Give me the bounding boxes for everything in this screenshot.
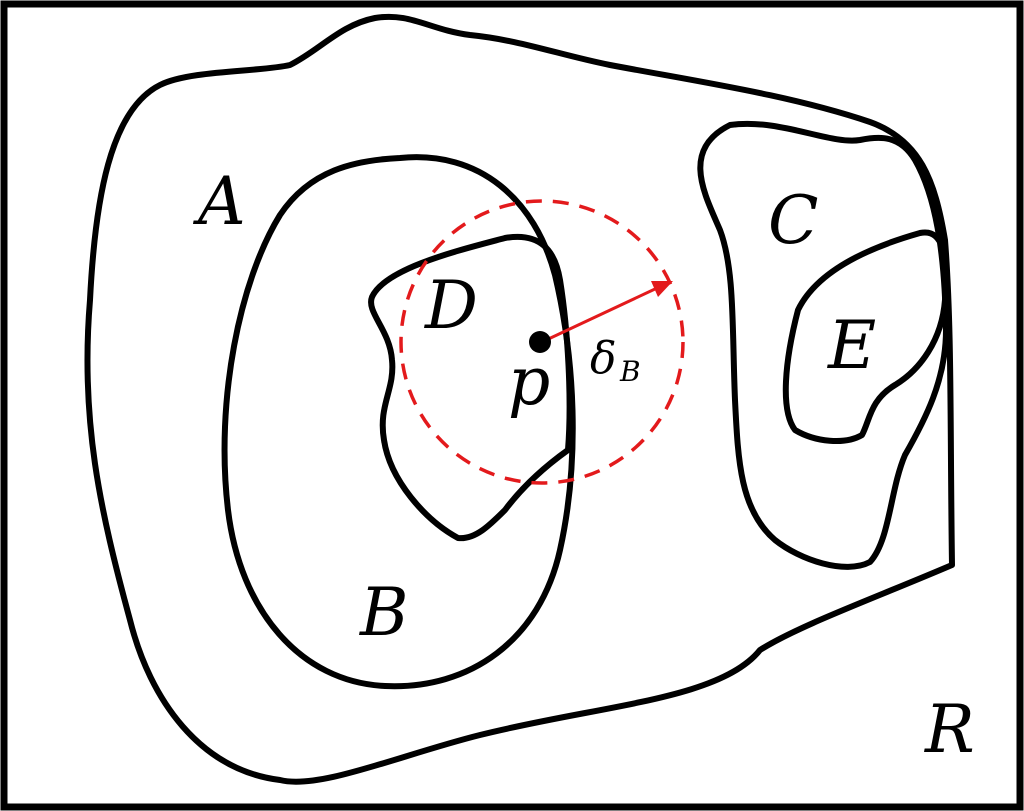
label-r: R [924, 691, 975, 768]
point-p-marker [529, 331, 551, 353]
region-d-outline [368, 233, 573, 542]
delta-b-neighborhood-circle [399, 199, 685, 485]
label-d: D [424, 267, 478, 344]
region-e-outline [782, 229, 949, 444]
label-c: C [768, 182, 819, 259]
region-a-outline [84, 13, 955, 785]
region-b-outline [221, 154, 576, 690]
region-c-outline [697, 120, 949, 570]
label-delta: δ [590, 333, 617, 384]
radius-arrow-shaft [541, 287, 656, 344]
label-delta-subscript: B [619, 355, 641, 388]
label-p: p [508, 343, 550, 420]
label-a: A [192, 163, 246, 240]
radius-arrow-head [651, 281, 673, 297]
label-b: B [359, 574, 409, 651]
label-e: E [827, 307, 876, 384]
